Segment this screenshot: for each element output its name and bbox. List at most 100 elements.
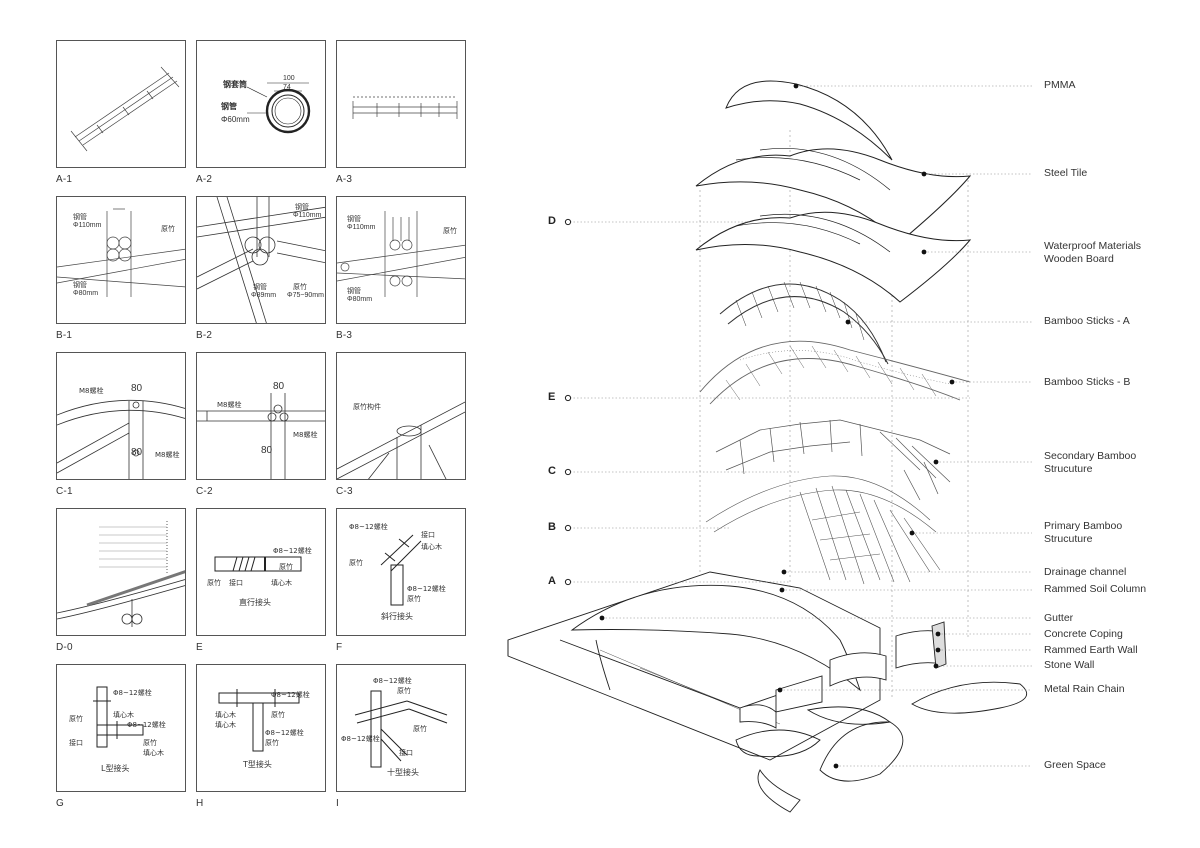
layer-label-rammed-earth-wall: Rammed Earth Wall: [1044, 644, 1138, 656]
detail-cell-i: Φ8~12螺栓 原竹 Φ8~12螺栓 接口 原竹 十型接头: [336, 664, 466, 792]
detail-note: 接口: [399, 749, 413, 757]
bamboo-sticks-b-layer: [699, 340, 971, 405]
detail-cell-b3: 钢管 Φ110mm 原竹 钢管 Φ80mm: [336, 196, 466, 324]
detail-cell-c1: 80 M8螺栓 80 M8螺栓: [56, 352, 186, 480]
detail-i-drawing: [354, 690, 448, 768]
detail-note: 原竹: [443, 227, 457, 235]
detail-note: 接口: [421, 531, 435, 539]
detail-note: Φ8~12螺栓: [407, 585, 446, 593]
detail-note: 接口: [69, 739, 83, 747]
detail-c1-drawing: [57, 399, 185, 479]
leader-lines: [570, 85, 1032, 767]
detail-caption: I: [336, 798, 339, 809]
pmma-layer: [725, 80, 893, 161]
green-space-layer: [735, 681, 1028, 813]
detail-caption: E: [196, 642, 203, 653]
detail-note: 十型接头: [387, 768, 419, 777]
detail-note: Φ8~12螺栓: [127, 721, 166, 729]
detail-caption: A-3: [336, 174, 353, 185]
detail-note: 填心木: [271, 579, 292, 587]
detail-g-drawing: [93, 686, 144, 748]
detail-note: 原竹: [413, 725, 427, 733]
detail-note: 原竹: [207, 579, 221, 587]
detail-note: T型接头: [243, 760, 272, 769]
detail-note: Φ60mm: [221, 115, 250, 124]
detail-cell-h: Φ8~12螺栓 填心木 原竹 填心木 Φ8~12螺栓 原竹 T型接头: [196, 664, 326, 792]
detail-caption: F: [336, 642, 343, 653]
bamboo-sticks-a-layer: [719, 281, 889, 365]
detail-caption: D-0: [56, 642, 73, 653]
detail-h-drawing: [218, 689, 300, 752]
detail-note: Φ110mm: [293, 212, 322, 219]
waterproof-layer: [695, 211, 972, 303]
level-marker-c: C: [548, 465, 556, 477]
layer-label-steel-tile: Steel Tile: [1044, 167, 1088, 179]
detail-grid: 钢套筒 钢管 Φ60mm 100 74 A-1 A-2 A-3: [56, 40, 466, 810]
detail-b2-drawing: [197, 197, 325, 323]
detail-note: Φ8~12螺栓: [273, 547, 312, 555]
detail-note: 填心木: [143, 749, 164, 757]
detail-b1-drawing: [57, 208, 185, 297]
detail-note: Φ89mm: [251, 292, 277, 299]
detail-cell-d0: [56, 508, 186, 636]
detail-caption: H: [196, 798, 204, 809]
detail-note: 钢管: [295, 203, 309, 211]
detail-note: 原竹: [293, 283, 307, 291]
layer-label-drainage-channel: Drainage channel: [1044, 566, 1127, 578]
primary-bamboo-layer: [705, 475, 941, 585]
detail-caption: G: [56, 798, 64, 809]
detail-note: 钢管: [73, 213, 87, 221]
detail-note: Φ110mm: [347, 224, 376, 231]
detail-cell-g: Φ8~12螺栓 原竹 填心木 Φ8~12螺栓 接口 原竹 填心木 L型接头: [56, 664, 186, 792]
detail-caption: C-2: [196, 486, 213, 497]
detail-note: 原竹: [407, 595, 421, 603]
detail-note: 斜行接头: [381, 612, 413, 621]
detail-caption: B-1: [56, 330, 73, 341]
detail-cell-a2: 钢套筒 钢管 Φ60mm 100 74: [196, 40, 326, 168]
detail-cell-e: Φ8~12螺栓 原竹 原竹 接口 填心木 直行接头: [196, 508, 326, 636]
detail-d0-drawing: [57, 521, 185, 627]
detail-note: M8螺栓: [217, 401, 242, 409]
detail-c3-drawing: [337, 401, 465, 479]
layer-label-bamboo-sticks-b: Bamboo Sticks - B: [1044, 376, 1131, 388]
steel-tile-layer: [695, 148, 972, 243]
detail-note: 原竹: [69, 715, 83, 723]
layer-label-secondary-bamboo: Secondary Bamboo Strucuture: [1044, 450, 1137, 475]
layer-label-gutter: Gutter: [1044, 612, 1074, 624]
detail-note: 80: [273, 381, 285, 392]
detail-note: 填心木: [421, 543, 442, 551]
detail-caption: B-3: [336, 330, 353, 341]
detail-note: 80: [131, 383, 143, 394]
detail-cell-c2: M8螺栓 80 M8螺栓 80: [196, 352, 326, 480]
level-marker-rings: [564, 218, 572, 586]
layer-label-green-space: Green Space: [1044, 759, 1106, 771]
detail-a3-drawing: [352, 96, 458, 119]
detail-note: 80: [261, 445, 273, 456]
detail-note: 填心木: [215, 721, 236, 729]
detail-cell-b1: 钢管 Φ110mm 原竹 钢管 Φ80mm: [56, 196, 186, 324]
detail-note: Φ80mm: [73, 290, 99, 297]
detail-note: 钢管: [347, 287, 361, 295]
detail-note: 原竹: [397, 687, 411, 695]
detail-note: M8螺栓: [155, 451, 180, 459]
detail-caption: C-1: [56, 486, 73, 497]
layer-label-concrete-coping: Concrete Coping: [1044, 628, 1123, 640]
exploded-axonometric: D E C B A PMMA Steel Tile Waterproof Mat…: [500, 0, 1200, 848]
detail-note: Φ110mm: [73, 222, 102, 229]
detail-caption: A-2: [196, 174, 213, 185]
detail-note: Φ75~90mm: [287, 292, 324, 299]
detail-note: 原竹: [271, 711, 285, 719]
detail-note: 74: [283, 84, 291, 91]
layer-label-pmma: PMMA: [1044, 79, 1076, 91]
detail-note: 原竹: [349, 559, 363, 567]
layer-label-stone-wall: Stone Wall: [1044, 659, 1095, 671]
detail-note: Φ8~12螺栓: [341, 735, 380, 743]
detail-caption: B-2: [196, 330, 213, 341]
detail-note: 100: [283, 75, 295, 82]
detail-note: L型接头: [101, 764, 130, 773]
base-layer: [507, 571, 947, 761]
detail-e-drawing: [214, 556, 302, 572]
level-marker-d: D: [548, 215, 556, 227]
detail-note: 钢管: [347, 215, 361, 223]
detail-a2-drawing: [246, 82, 311, 134]
